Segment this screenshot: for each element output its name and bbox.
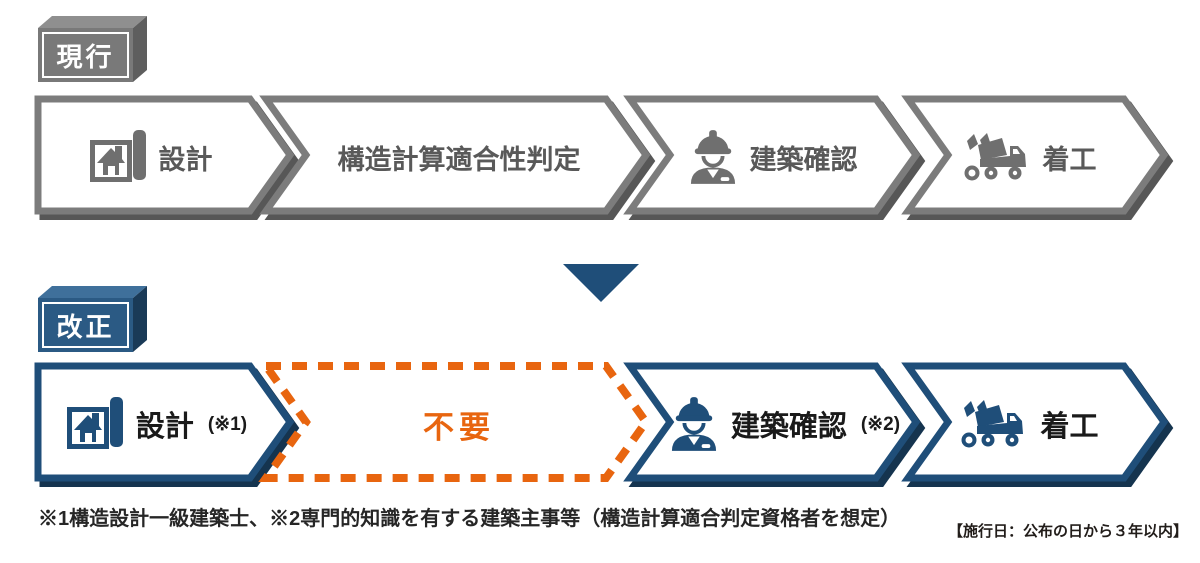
current-tag-box: 現行: [32, 14, 152, 86]
revised-tag-box: 改正: [32, 284, 152, 356]
current-step-structural-check: 構造計算適合性判定: [306, 94, 612, 220]
current-flow-row: 設計 構造計算適合性判定 建築確認: [0, 94, 1200, 220]
truck-icon: [961, 400, 1027, 448]
current-step1-arrow: [34, 95, 295, 215]
current-step-design-label: 設計: [158, 144, 213, 175]
revised-step-confirmation-note: (※2): [860, 413, 901, 435]
revised-step-design: 設計 (※1): [44, 361, 268, 487]
current-step-structural-check-label: 構造計算適合性判定: [337, 144, 581, 175]
revised-step1-arrow: [34, 362, 295, 482]
revised-step-construction-label: 着工: [1040, 411, 1099, 443]
current-step4-arrow: [901, 95, 1169, 215]
revised-step-construction: 着工: [940, 361, 1120, 487]
revised-tag-label: 改正: [56, 311, 115, 342]
current-step-construction: 着工: [940, 94, 1120, 220]
current-step-construction-label: 着工: [1042, 144, 1097, 175]
revised-step-design-note: (※1): [207, 413, 248, 435]
revised-step-confirmation-label: 建築確認: [730, 411, 847, 443]
revised-step-not-required: 不要: [306, 361, 612, 487]
revised-arrows: [34, 362, 1174, 487]
current-step-confirmation-label: 建築確認: [749, 144, 858, 175]
revised-step4-arrow: [901, 362, 1169, 482]
current-step-confirmation: 建築確認: [664, 94, 882, 220]
worker-icon: [670, 396, 718, 452]
revised-flow-row: 設計 (※1) 不要 建築確認: [0, 361, 1200, 487]
revised-step-design-label: 設計: [135, 411, 194, 443]
transition-arrow-icon: [563, 264, 639, 302]
footnote: ※1構造設計一級建築士、※2専門的知識を有する建築主事等（構造計算適合判定資格者…: [38, 508, 901, 530]
effective-date-note: 【施行日：公布の日から３年以内】: [947, 523, 1188, 540]
current-tag-box-shape: [38, 16, 147, 82]
current-step2-arrow: [259, 95, 651, 215]
current-tag-label: 現行: [56, 41, 115, 72]
worker-icon: [689, 129, 737, 185]
revised-step-not-required-label: 不要: [423, 409, 495, 445]
revised-step-confirmation: 建築確認 (※2): [664, 361, 906, 487]
truck-icon: [964, 133, 1030, 181]
house-blueprint-icon: [65, 397, 123, 451]
revised-step2-dashed-arrow: [258, 362, 651, 482]
current-arrows: [34, 95, 1174, 220]
revised-tag-box-shape: [38, 286, 147, 352]
house-blueprint-icon: [88, 130, 146, 184]
current-step-design: 設計: [42, 94, 258, 220]
